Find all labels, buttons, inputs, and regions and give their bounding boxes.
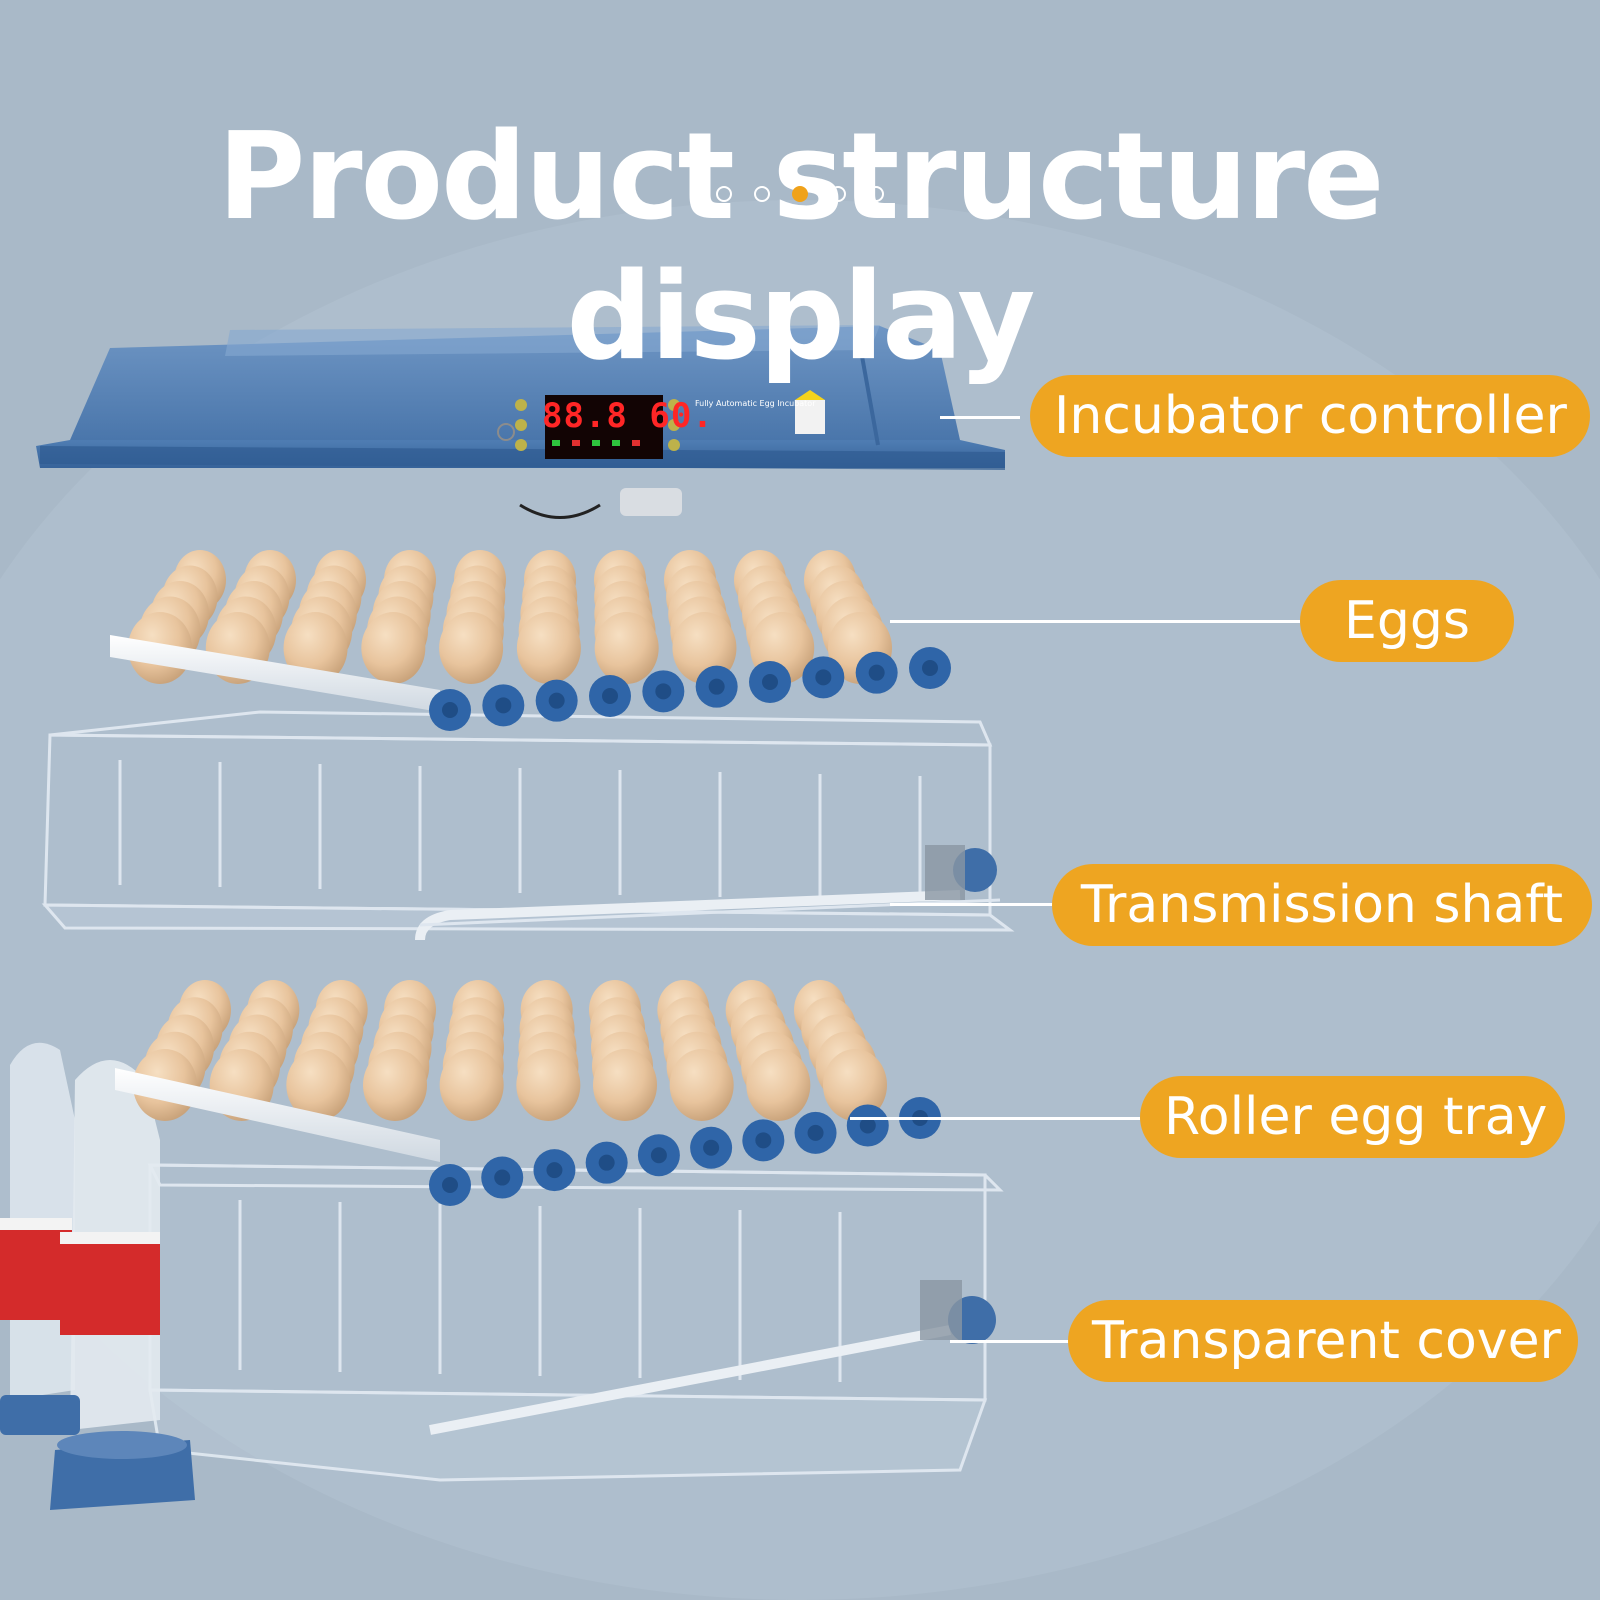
egg bbox=[669, 1049, 734, 1121]
roller-cap-hub bbox=[815, 669, 832, 686]
upper-clear-tray bbox=[41, 710, 1015, 941]
carousel-dot[interactable] bbox=[754, 186, 770, 202]
egg bbox=[516, 1049, 581, 1121]
leader-line-cover bbox=[950, 1340, 1070, 1343]
roller-cap-hub bbox=[807, 1124, 824, 1141]
carousel-dot[interactable] bbox=[830, 186, 846, 202]
leader-line-shaft bbox=[890, 903, 1055, 906]
callout-incubator-controller: Incubator controller bbox=[1030, 375, 1590, 457]
roller-bar bbox=[110, 635, 440, 712]
carousel-dot[interactable] bbox=[716, 186, 732, 202]
roller-bar bbox=[115, 1068, 440, 1162]
roller-cap-hub bbox=[546, 1162, 563, 1179]
egg bbox=[439, 1049, 504, 1121]
callout-transmission-shaft: Transmission shaft bbox=[1052, 864, 1592, 946]
roller-cap-hub bbox=[650, 1147, 667, 1164]
roller-cap-hub bbox=[708, 678, 725, 695]
roller-cap-hub bbox=[442, 1177, 458, 1193]
egg bbox=[361, 612, 426, 684]
lower-roller-tray bbox=[115, 980, 941, 1206]
water-bottles bbox=[0, 1042, 195, 1510]
lcd-readout: 88.8 60. bbox=[542, 396, 714, 436]
roller-cap-hub bbox=[762, 674, 778, 690]
page-title: Product structure display bbox=[217, 108, 1384, 388]
leader-line-controller bbox=[940, 416, 1020, 419]
callout-roller-egg-tray: Roller egg tray bbox=[1140, 1076, 1565, 1158]
carousel-dot[interactable] bbox=[792, 186, 808, 202]
roller-cap-hub bbox=[548, 692, 565, 709]
carousel-indicator bbox=[0, 186, 1600, 202]
roller-cap-hub bbox=[703, 1139, 720, 1156]
roller-cap-hub bbox=[494, 1169, 511, 1186]
egg bbox=[823, 1049, 887, 1121]
roller-cap-hub bbox=[495, 697, 512, 714]
roller-cap-hub bbox=[602, 688, 618, 704]
roller-cap-hub bbox=[922, 660, 938, 676]
egg bbox=[516, 612, 581, 684]
roller-cap-hub bbox=[868, 664, 885, 681]
egg bbox=[439, 612, 504, 684]
roller-cap-hub bbox=[859, 1117, 876, 1134]
egg bbox=[746, 1049, 811, 1121]
callout-eggs: Eggs bbox=[1300, 580, 1514, 662]
leader-line-roller bbox=[850, 1117, 1140, 1120]
egg bbox=[283, 612, 348, 684]
upper-roller-tray bbox=[110, 550, 951, 731]
callout-transparent-cover: Transparent cover bbox=[1068, 1300, 1578, 1382]
panel-brand-label: Fully Automatic Egg Incubator bbox=[695, 399, 816, 408]
leader-line-eggs bbox=[890, 620, 1300, 623]
roller-cap-hub bbox=[442, 702, 458, 718]
roller-cap-hub bbox=[655, 683, 672, 700]
egg bbox=[594, 612, 659, 684]
carousel-dot[interactable] bbox=[868, 186, 884, 202]
roller-cap-hub bbox=[598, 1154, 615, 1171]
egg bbox=[593, 1049, 657, 1121]
egg bbox=[363, 1049, 427, 1121]
egg bbox=[286, 1049, 351, 1121]
roller-cap-hub bbox=[755, 1132, 772, 1149]
incubator-lid bbox=[36, 325, 1005, 519]
egg bbox=[672, 612, 737, 684]
